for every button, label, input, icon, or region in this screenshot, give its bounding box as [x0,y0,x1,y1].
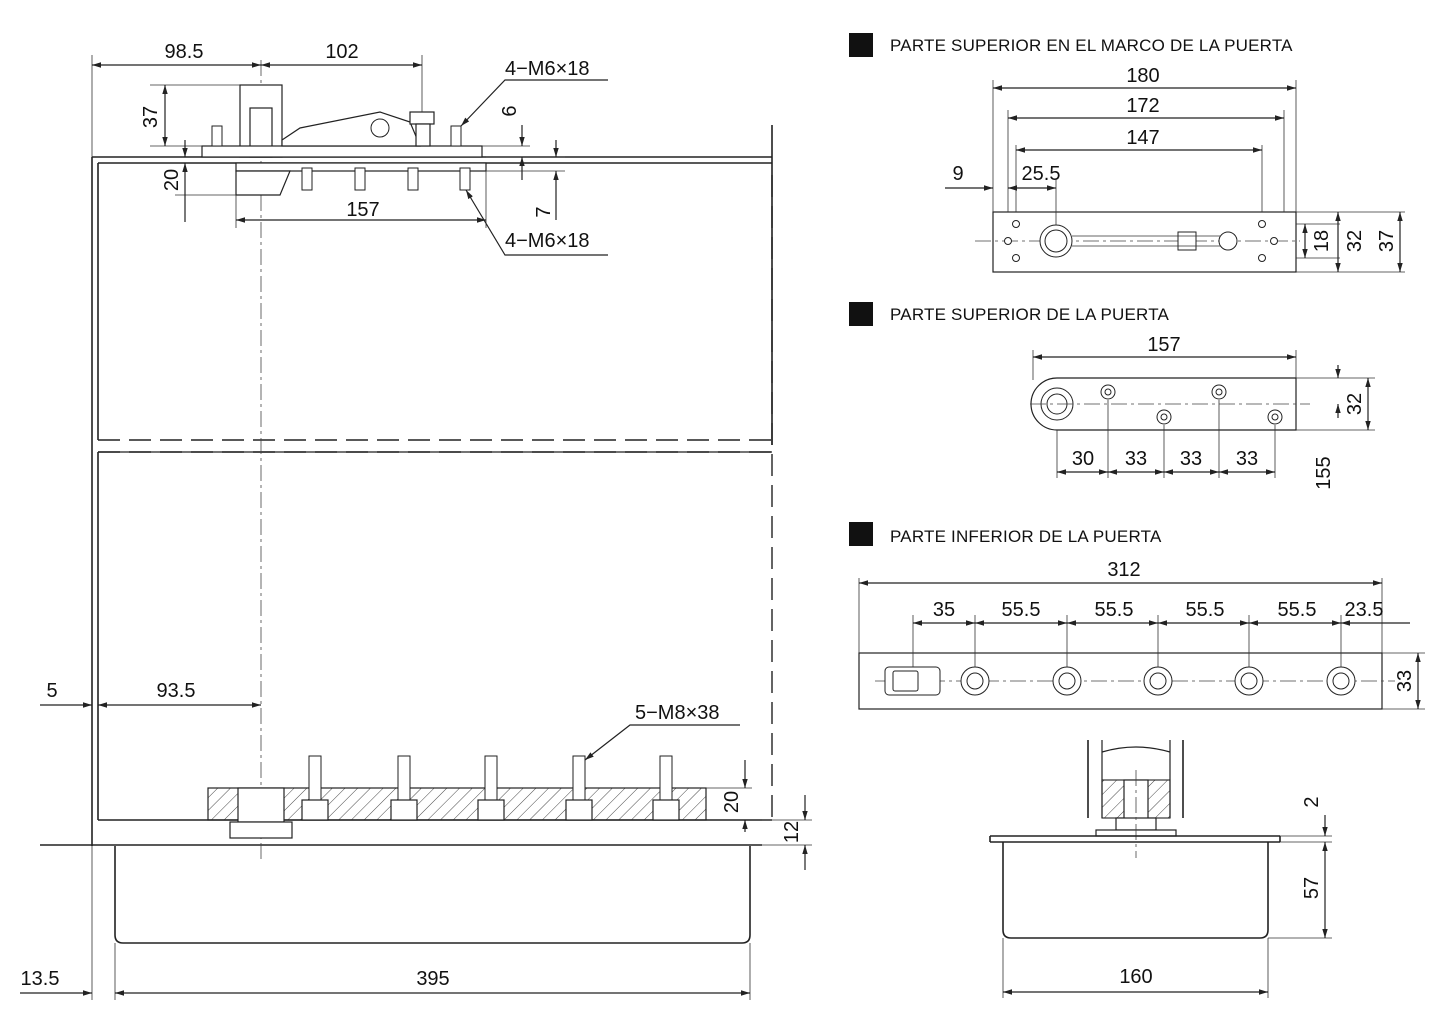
dim-32-door: 32 [1344,393,1366,415]
dim-25-5: 25.5 [1022,163,1061,185]
dim-20-bottom: 20 [721,791,743,813]
dim-33-bottom: 33 [1394,670,1416,692]
section-marker-icon [849,302,873,326]
dim-55-5-d: 55.5 [1278,599,1317,621]
dim-23-5: 23.5 [1345,599,1384,621]
bolt-label-bottom: 5−M8×38 [635,702,720,724]
section-marker-icon [849,33,873,57]
dim-20-top: 20 [161,169,183,191]
door-top-plate-view: PARTE SUPERIOR DE LA PUERTA 157 32 30 [849,302,1375,490]
dim-55-5-b: 55.5 [1095,599,1134,621]
door-bottom-plate-view: PARTE INFERIOR DE LA PUERTA 312 [849,522,1425,710]
dim-5: 5 [46,680,57,702]
dim-57: 57 [1301,877,1323,899]
dim-6: 6 [499,105,521,116]
dim-37-left: 37 [140,106,162,128]
dim-93-5: 93.5 [157,680,196,702]
dim-35: 35 [933,599,955,621]
dim-33-c: 33 [1236,448,1258,470]
dim-172: 172 [1126,95,1159,117]
floor-spring-assembly [114,755,751,944]
section-marker-icon [849,522,873,546]
dim-9: 9 [952,163,963,185]
floor-spring-section-view: 2 57 160 [989,740,1332,998]
dim-157-main: 157 [346,199,379,221]
bolt-label-top-a: 4−M6×18 [505,58,590,80]
dim-7: 7 [533,206,555,217]
dim-102: 102 [325,41,358,63]
dim-32-frame: 32 [1344,230,1366,252]
main-elevation-view: 98.5 102 37 20 157 6 7 4−M6×18 4−M6×18 5… [20,41,812,1000]
dim-180: 180 [1126,65,1159,87]
dim-160: 160 [1119,966,1152,988]
dim-13-5: 13.5 [21,968,60,990]
top-pivot-assembly [201,84,487,196]
dim-33-a: 33 [1125,448,1147,470]
frame-top-plate-view: PARTE SUPERIOR EN EL MARCO DE LA PUERTA [849,33,1405,273]
dim-18: 18 [1311,230,1333,252]
dim-395: 395 [416,968,449,990]
dim-155: 155 [1313,456,1335,489]
section-title-frame-top: PARTE SUPERIOR EN EL MARCO DE LA PUERTA [890,36,1293,55]
dim-30: 30 [1072,448,1094,470]
bolt-label-top-b: 4−M6×18 [505,230,590,252]
section-title-door-top: PARTE SUPERIOR DE LA PUERTA [890,305,1170,324]
dim-55-5-a: 55.5 [1002,599,1041,621]
dim-312: 312 [1107,559,1140,581]
dim-37-frame: 37 [1376,230,1398,252]
dim-33-b: 33 [1180,448,1202,470]
section-title-door-bottom: PARTE INFERIOR DE LA PUERTA [890,527,1162,546]
dim-147: 147 [1126,127,1159,149]
dim-2: 2 [1301,796,1323,807]
dim-12: 12 [781,821,803,843]
dim-98-5: 98.5 [165,41,204,63]
dim-55-5-c: 55.5 [1186,599,1225,621]
dim-157-door: 157 [1147,334,1180,356]
